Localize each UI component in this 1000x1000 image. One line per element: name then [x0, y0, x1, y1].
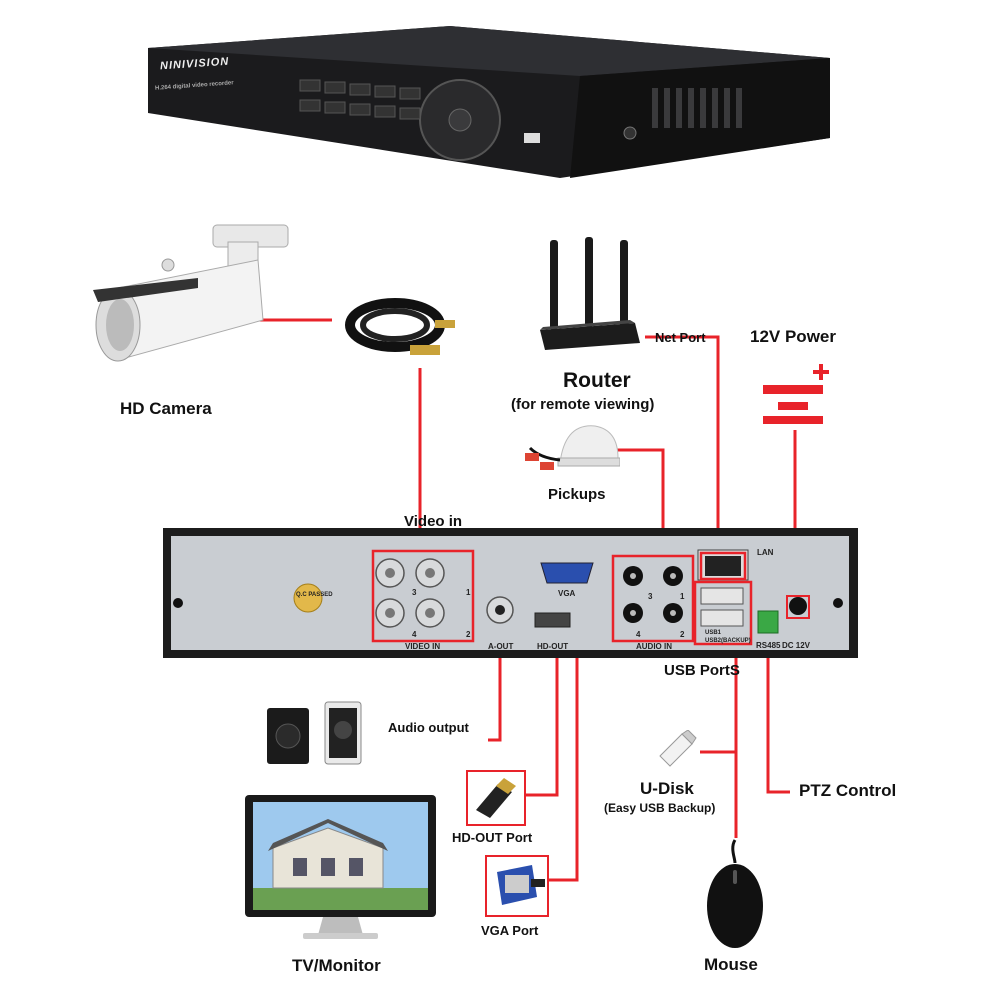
label-vga-port: VGA Port — [481, 923, 539, 938]
wire-vga — [548, 640, 579, 882]
label-router: Router — [563, 369, 631, 392]
panel-label-ch1: 1 — [466, 588, 471, 597]
label-hd-camera: HD Camera — [120, 399, 212, 418]
label-pickups: Pickups — [548, 486, 606, 503]
camera-icon — [93, 224, 289, 362]
vga-plug-icon — [497, 865, 545, 905]
dvr-rear-panel — [163, 528, 858, 658]
wire-router-lan — [645, 335, 720, 550]
panel-label-usb1: USB1 — [705, 630, 722, 636]
panel-label-ach3: 3 — [648, 592, 653, 601]
usb-stick-icon — [659, 730, 697, 767]
label-12v-power: 12V Power — [750, 327, 836, 346]
panel-label-rs485: RS485 — [756, 641, 781, 650]
panel-label-qc: Q.C PASSED — [296, 592, 333, 598]
panel-label-video-in: VIDEO IN — [405, 642, 441, 651]
panel-label-usb2: USB2(BACKUP) — [705, 638, 751, 644]
label-usb-ports: USB PortS — [664, 662, 740, 679]
panel-label-vga: VGA — [558, 589, 576, 598]
power-symbol-icon — [763, 364, 829, 424]
mouse-icon — [707, 839, 763, 948]
hdmi-plug-icon — [476, 778, 516, 818]
label-video-in: Video in — [404, 513, 463, 530]
pickup-mic-icon — [525, 425, 620, 470]
panel-label-dc12v: DC 12V — [782, 641, 811, 650]
label-tv-monitor: TV/Monitor — [292, 956, 381, 975]
label-router-sub: (for remote viewing) — [511, 396, 655, 413]
panel-label-ch2: 2 — [466, 630, 471, 639]
label-u-disk-sub: (Easy USB Backup) — [604, 801, 716, 815]
panel-label-a-out: A-OUT — [488, 642, 514, 651]
wire-hdout — [525, 640, 559, 797]
label-net-port: Net Port — [655, 330, 706, 345]
vga-plug-box — [485, 855, 549, 917]
dvr-front-image — [148, 26, 830, 178]
monitor-icon — [245, 795, 436, 939]
speakers-icon — [267, 701, 362, 765]
cable-icon — [345, 298, 455, 355]
panel-label-ach1: 1 — [680, 592, 685, 601]
label-mouse: Mouse — [704, 955, 758, 974]
panel-label-ch3: 3 — [412, 588, 417, 597]
panel-label-ach2: 2 — [680, 630, 685, 639]
label-audio-output: Audio output — [388, 720, 469, 735]
router-icon — [540, 237, 640, 350]
panel-label-ach4: 4 — [636, 630, 641, 639]
wire-audio-out — [488, 628, 502, 742]
panel-label-hd-out: HD-OUT — [537, 642, 569, 651]
wire-ptz — [766, 640, 790, 794]
panel-label-lan: LAN — [757, 548, 774, 557]
wire-pickup-audio-in — [617, 448, 665, 552]
label-hd-out-port: HD-OUT Port — [452, 830, 533, 845]
panel-label-ch4: 4 — [412, 630, 417, 639]
label-u-disk: U-Disk — [640, 779, 694, 798]
hdmi-plug-box — [466, 770, 526, 826]
panel-label-audio-in: AUDIO IN — [636, 642, 672, 651]
label-ptz-control: PTZ Control — [799, 781, 897, 800]
